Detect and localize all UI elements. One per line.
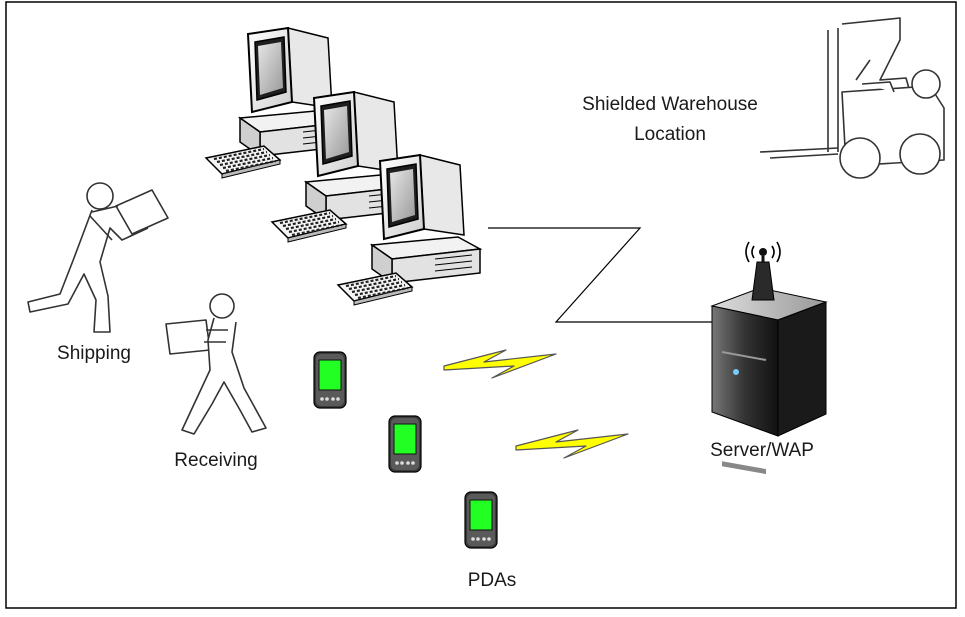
network-cable <box>488 227 712 323</box>
antenna-icon <box>745 241 781 301</box>
pda-icon <box>464 491 498 549</box>
server-label: Server/WAP <box>710 440 814 461</box>
pdas-label: PDAs <box>468 570 517 591</box>
pda-icon <box>313 351 347 409</box>
pda-icon <box>388 415 422 473</box>
receiving-label: Receiving <box>174 450 257 471</box>
server-icon <box>710 287 828 475</box>
warehouse-label-line2: Location <box>634 124 706 145</box>
shipping-label: Shipping <box>57 343 131 364</box>
warehouse-label-line1: Shielded Warehouse <box>582 94 758 115</box>
person-carrying-box-icon <box>165 293 267 435</box>
person-carrying-box-icon <box>27 182 169 333</box>
forklift-icon <box>759 17 945 179</box>
